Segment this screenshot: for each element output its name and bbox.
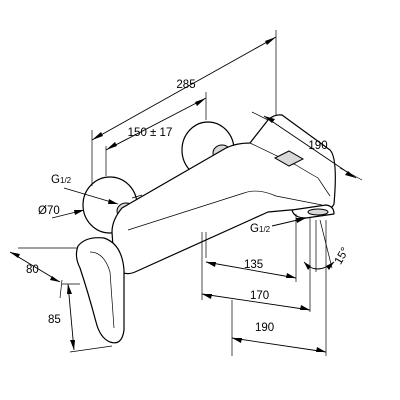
inlet-thread-callout: G 1/2	[51, 174, 119, 205]
inlet-thread-fraction: 1/2	[60, 176, 72, 185]
dim-190-top-label: 190	[308, 140, 327, 152]
dimension-285: 285	[91, 30, 277, 186]
inlet-thread-prefix: G	[51, 174, 60, 186]
dim-85-label: 85	[48, 314, 61, 326]
lever-handle	[75, 237, 125, 344]
dimension-80: 80	[9, 247, 78, 299]
dim-285-label: 285	[176, 79, 195, 91]
body-front-edge	[127, 190, 323, 231]
rosette-diameter-label: Ø70	[38, 205, 60, 217]
dim-150-label: 150 ± 17	[128, 127, 173, 139]
outlet-thread-fraction: 1/2	[259, 225, 271, 234]
outlet-thread-prefix: G	[250, 223, 259, 235]
dim-170-label: 170	[250, 290, 269, 302]
dim-190-bottom-label: 190	[255, 322, 274, 334]
body-top-edge	[249, 142, 331, 197]
outlet-aerator	[307, 208, 329, 216]
spout-angle-label: 15°	[333, 246, 352, 267]
dimension-190-top: 190	[251, 111, 363, 181]
outlet-dimensions: 135 170 190	[201, 214, 327, 356]
control-button	[273, 150, 305, 167]
lever-inner-edge	[89, 251, 115, 329]
dimension-85: 85	[48, 283, 113, 353]
outlet-thread-callout: G 1/2	[250, 217, 307, 235]
dim-80-label: 80	[26, 264, 39, 276]
dim-135-label: 135	[244, 259, 263, 271]
dimension-150: 150 ± 17	[105, 92, 207, 176]
spout-angle-callout: 15°	[303, 219, 352, 272]
rosette-diameter-callout: Ø70	[38, 194, 143, 219]
